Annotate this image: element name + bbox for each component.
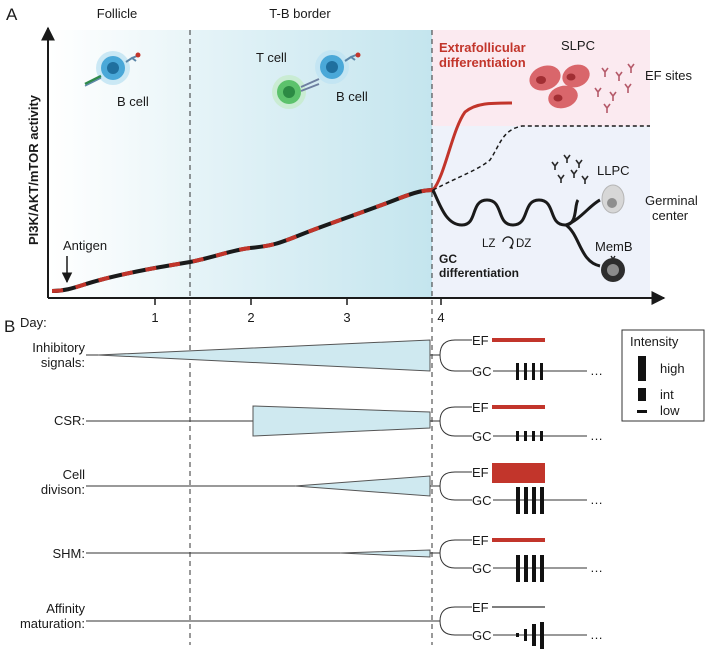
day-label: Day:	[20, 315, 47, 330]
tb-border-band	[190, 30, 432, 298]
branch-ef-label: EF	[472, 465, 489, 480]
branch-gc-label: GC	[472, 429, 492, 444]
antibodies-dark-icon	[551, 154, 589, 184]
branch-gc-label: GC	[472, 493, 492, 508]
t-cell-icon	[272, 75, 320, 109]
branch-ef-label: EF	[472, 533, 489, 548]
legend-low-swatch	[637, 410, 647, 413]
x-axis-ticks	[154, 298, 442, 305]
continuation-ellipsis: …	[590, 363, 603, 378]
gc-dashed-branch	[432, 125, 650, 191]
b-cell-label-2: B cell	[336, 89, 368, 104]
legend-int-swatch	[638, 388, 646, 401]
row-label-line1: SHM:	[53, 546, 86, 561]
intensity-wedge	[97, 339, 431, 372]
cycle-icon	[502, 236, 514, 249]
antigen-label: Antigen	[63, 238, 107, 253]
llpc-cell-icon	[601, 184, 625, 214]
legend-low-label: low	[660, 403, 680, 418]
gc-differentiation-label-1: GC	[439, 252, 457, 266]
ef-differentiation-label-2: differentiation	[439, 55, 526, 70]
gc-intensity-bars	[516, 487, 544, 514]
continuation-ellipsis: …	[590, 627, 603, 642]
branch-gc-label: GC	[472, 561, 492, 576]
legend-title: Intensity	[630, 334, 679, 349]
activity-curve-overlay	[51, 188, 434, 293]
branch-ef-label: EF	[472, 400, 489, 415]
ef-intensity-bar	[492, 463, 545, 483]
day-tick-label-1: 1	[151, 310, 158, 325]
gc-intensity-bars	[516, 363, 543, 380]
gc-intensity-bars	[516, 431, 543, 441]
row-label-line2: signals:	[41, 355, 85, 370]
row-csr: CSR: EF GC …	[54, 400, 603, 444]
row-inhibitory-signals: Inhibitory signals: EF GC …	[32, 333, 603, 380]
germinal-center-label-2: center	[652, 208, 689, 223]
ef-branch-curve	[431, 101, 513, 191]
gc-exit-lower	[565, 223, 601, 268]
slpc-cells-icon	[529, 64, 590, 109]
legend-high-swatch	[638, 356, 646, 381]
day-tick-label-3: 3	[343, 310, 350, 325]
b-cell-icon-2	[315, 50, 361, 84]
gc-oscillation-curve	[431, 189, 580, 227]
branch-gc-label: GC	[472, 628, 492, 643]
region-tb-border-label: T-B border	[269, 6, 331, 21]
memb-cell-icon	[601, 255, 625, 282]
continuation-ellipsis: …	[590, 560, 603, 575]
intensity-wedge	[339, 549, 431, 558]
day-tick-label-2: 2	[247, 310, 254, 325]
y-axis-label: PI3K/AKT/mTOR activity	[26, 94, 41, 245]
day-tick-label-4: 4	[437, 310, 444, 325]
row-label-line1: Inhibitory	[32, 340, 85, 355]
ef-sites-label: EF sites	[645, 68, 692, 83]
panel-label-b: B	[4, 317, 15, 336]
activity-curve	[51, 101, 650, 293]
row-label-line1: CSR:	[54, 413, 85, 428]
germinal-center-label-1: Germinal	[645, 193, 698, 208]
antibodies-red-icon	[594, 63, 635, 113]
gc-exit-upper	[565, 198, 601, 227]
t-cell-label: T cell	[256, 50, 287, 65]
b-cell-icon	[84, 51, 141, 87]
row-cell-division: Cell divison: EF GC …	[41, 463, 603, 514]
continuation-ellipsis: …	[590, 492, 603, 507]
row-affinity-maturation: Affinity maturation: EF GC …	[20, 600, 603, 649]
row-label-line2: maturation:	[20, 616, 85, 631]
legend-int-label: int	[660, 387, 674, 402]
branch-ef-label: EF	[472, 600, 489, 615]
region-follicle-label: Follicle	[97, 6, 137, 21]
lz-label: LZ	[482, 238, 495, 250]
gc-differentiation-label-2: differentiation	[439, 266, 519, 280]
slpc-label: SLPC	[561, 38, 595, 53]
panel-a-backgrounds	[50, 30, 650, 298]
dz-label: DZ	[516, 238, 531, 250]
ef-differentiation-label-1: Extrafollicular	[439, 40, 526, 55]
row-label-line1: Cell	[63, 467, 86, 482]
continuation-ellipsis: …	[590, 428, 603, 443]
intensity-wedge	[294, 475, 431, 497]
intensity-wedge	[252, 405, 431, 437]
panel-b: Inhibitory signals: EF GC … CSR: EF GC	[20, 329, 705, 649]
b-cell-label-1: B cell	[117, 94, 149, 109]
legend-high-label: high	[660, 361, 685, 376]
branch-gc-label: GC	[472, 364, 492, 379]
row-label-line1: Affinity	[46, 601, 85, 616]
panel-label-a: A	[6, 5, 18, 24]
row-label-line2: divison:	[41, 482, 85, 497]
gc-intensity-bars	[516, 622, 544, 649]
gc-intensity-bars	[516, 555, 544, 582]
row-shm: SHM: EF GC …	[53, 533, 603, 582]
intensity-legend: Intensity high int low	[621, 329, 705, 422]
branch-ef-label: EF	[472, 333, 489, 348]
memb-label: MemB	[595, 239, 633, 254]
llpc-label: LLPC	[597, 163, 630, 178]
